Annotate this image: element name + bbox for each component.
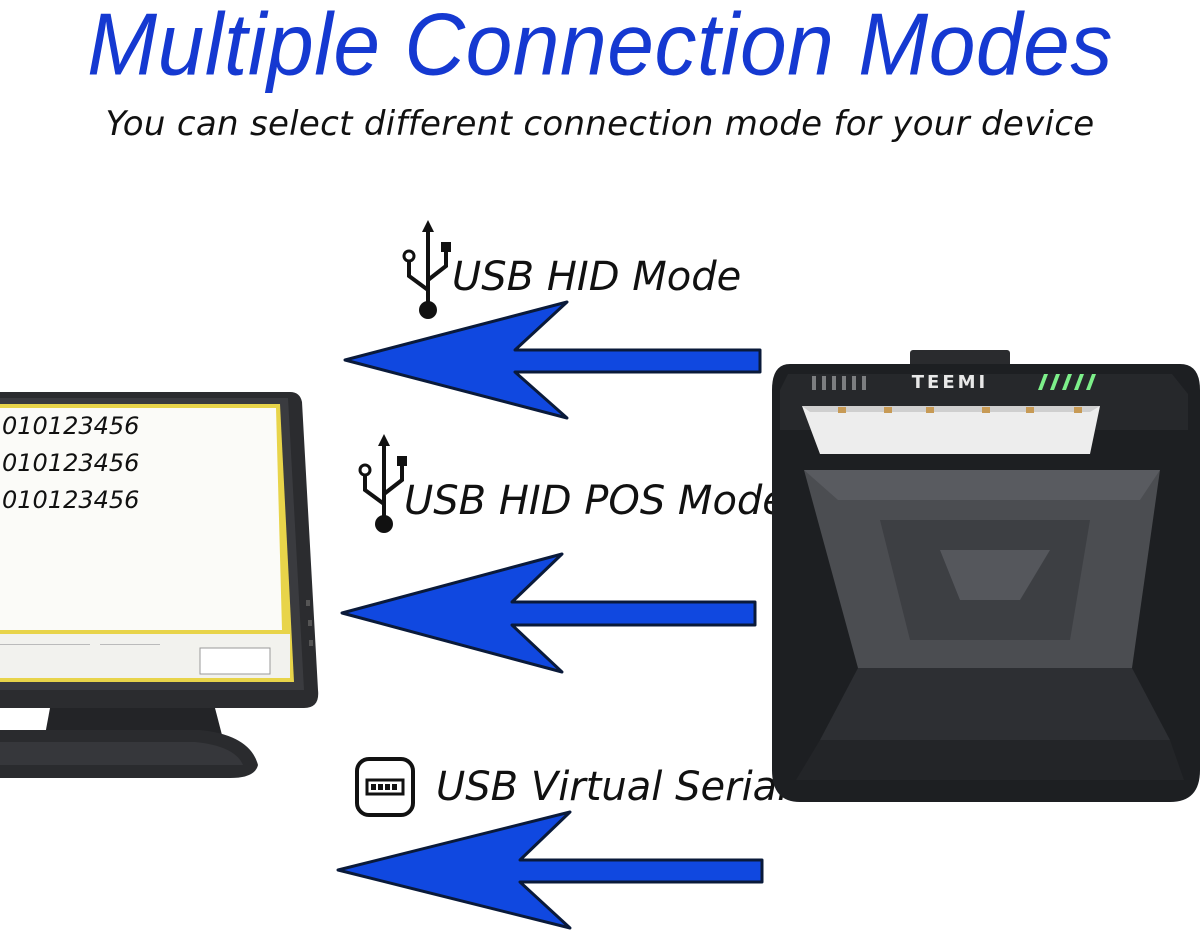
scanned-code-line: 010123456 bbox=[2, 486, 140, 514]
serial-port-icon bbox=[355, 757, 415, 817]
usb-icon bbox=[358, 434, 407, 533]
mode-label-usb-hid-pos: USB HID POS Mode bbox=[404, 478, 787, 524]
pos-monitor: 010123456 010123456 010123456 bbox=[0, 390, 330, 790]
page-subtitle: You can select different connection mode… bbox=[105, 104, 1095, 144]
barcode-scanner: TEEMI bbox=[760, 350, 1200, 810]
arrow-hid bbox=[343, 300, 762, 420]
screen-output: 010123456 010123456 010123456 bbox=[2, 408, 139, 519]
scanned-code-line: 010123456 bbox=[2, 412, 140, 440]
page-title: Multiple Connection Modes bbox=[87, 0, 1113, 94]
mode-label-usb-hid: USB HID Mode bbox=[452, 254, 742, 300]
arrow-virtual-serial bbox=[336, 810, 764, 930]
scanner-brand-logo: TEEMI bbox=[911, 372, 989, 393]
arrow-hid-pos bbox=[340, 552, 757, 674]
usb-icon bbox=[402, 220, 451, 319]
scanned-code-line: 010123456 bbox=[2, 449, 140, 477]
